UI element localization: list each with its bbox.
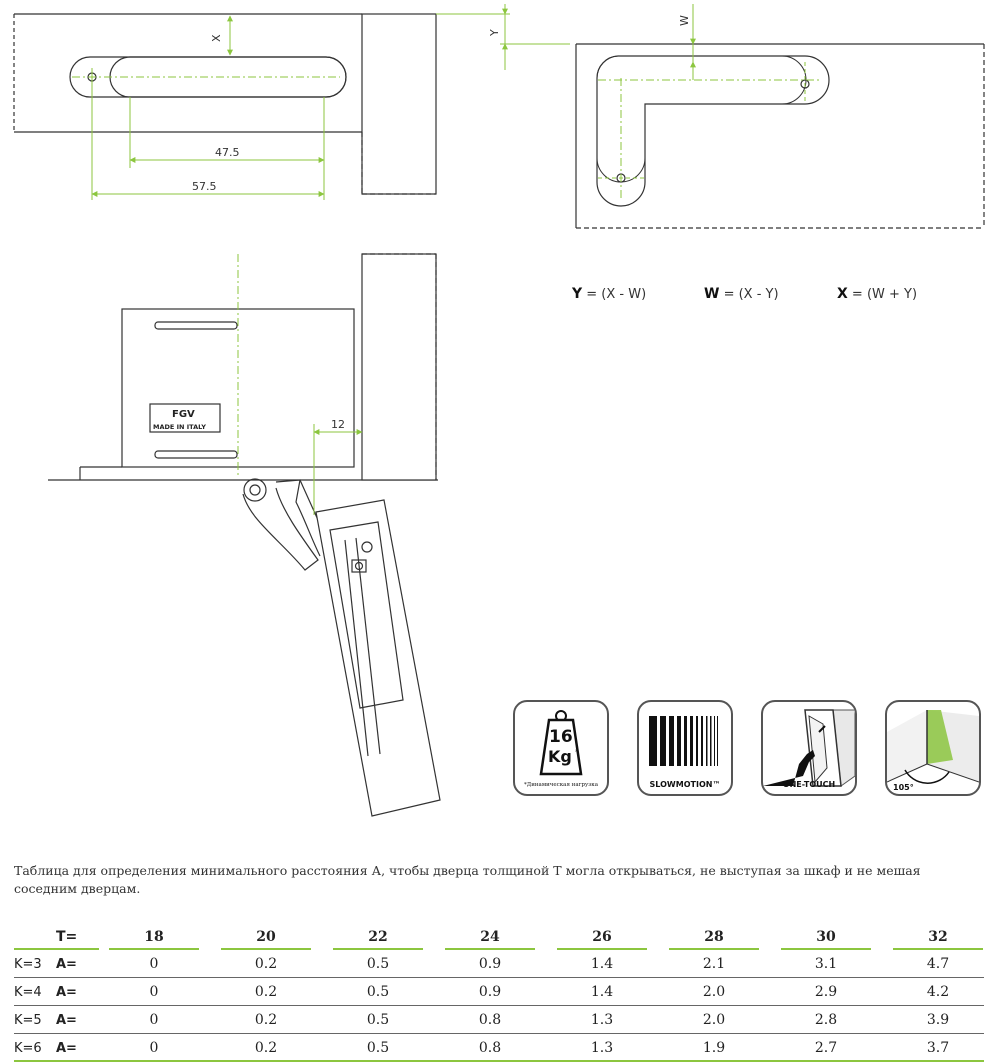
technical-drawing: 47.5 57.5 X Y W: [13, 4, 985, 817]
table-cell: 1.9: [702, 1040, 726, 1056]
table-cell: 4.2: [926, 984, 950, 1000]
table-cell: 4.7: [926, 956, 950, 972]
table-cell: 1.4: [590, 984, 614, 1000]
table-cell: 1.3: [590, 1040, 614, 1056]
table-cell: 0.2: [254, 956, 278, 972]
a-label: A=: [56, 984, 77, 1000]
table-cell: 0.8: [478, 1012, 502, 1028]
table-cell: 0.9: [478, 984, 502, 1000]
a-label: A=: [56, 1040, 77, 1056]
svg-text:105°: 105°: [893, 783, 914, 792]
feature-badges: 16 Kg * *Динамическая нагрузка SLOWMOTIO…: [513, 700, 983, 800]
column-header: 32: [928, 929, 948, 945]
column-header: 18: [144, 929, 164, 945]
column-header: 22: [368, 929, 388, 945]
column-header: 20: [256, 929, 276, 945]
k-value: K=5: [14, 1012, 42, 1028]
y-label: Y: [488, 29, 501, 37]
onetouch-badge: ONE-TOUCH: [761, 700, 857, 796]
angle-icon: 105°: [887, 710, 979, 792]
x-label: X: [210, 34, 223, 42]
table-cell: 0.2: [254, 984, 278, 1000]
slowmotion-badge: SLOWMOTION™: [637, 700, 733, 796]
plate-top-view: [13, 13, 437, 195]
table-cell: 2.1: [702, 956, 726, 972]
column-header: 24: [480, 929, 500, 945]
weight-badge: 16 Kg * *Динамическая нагрузка: [513, 700, 609, 796]
k-value: K=6: [14, 1040, 42, 1056]
table-cell: 0.2: [254, 1012, 278, 1028]
column-header: 26: [592, 929, 612, 945]
table-cell: 2.9: [814, 984, 838, 1000]
formula-y: Y = (X - W): [572, 286, 647, 302]
table-cell: 0: [149, 1040, 159, 1056]
table-caption: Таблица для определения минимального рас…: [14, 863, 921, 896]
table-cell: 3.1: [814, 956, 838, 972]
table-cell: 2.8: [814, 1012, 838, 1028]
table-cell: 1.4: [590, 956, 614, 972]
side-view-guides: [237, 254, 363, 515]
table-cell: 2.0: [702, 1012, 726, 1028]
table-cell: 0.5: [366, 984, 390, 1000]
weight-icon: 16 Kg *: [539, 710, 583, 776]
table-cell: 0: [149, 984, 159, 1000]
formula-w: W = (X - Y): [704, 286, 779, 302]
side-view: [48, 253, 441, 817]
svg-text:16: 16: [549, 727, 573, 747]
column-header: 28: [704, 929, 724, 945]
k-value: K=3: [14, 956, 42, 972]
table-cell: 2.0: [702, 984, 726, 1000]
onetouch-label: ONE-TOUCH: [782, 780, 836, 789]
table-row: K=5 A= 0 0.2 0.5 0.8 1.3 2.0 2.8 3.9: [14, 1006, 984, 1034]
l-plate-guides: [598, 4, 820, 198]
weight-note: *Динамическая нагрузка: [524, 782, 598, 788]
plate-dimensions: [72, 4, 570, 200]
barcode-icon: [649, 716, 718, 766]
brand-logo: FGV: [172, 409, 195, 420]
push-door-icon: [763, 709, 855, 787]
formula-x: X = (W + Y): [837, 286, 918, 302]
column-header: 30: [816, 929, 836, 945]
table-row: K=3 A= 0 0.2 0.5 0.9 1.4 2.1 3.1 4.7: [14, 950, 984, 978]
dim-inner-label: 47.5: [215, 146, 240, 159]
a-label: A=: [56, 1012, 77, 1028]
a-label: A=: [56, 956, 77, 972]
formulas: Y = (X - W) W = (X - Y) X = (W + Y): [572, 286, 952, 310]
table-cell: 0.5: [366, 956, 390, 972]
dim-gap-label: 12: [331, 418, 345, 431]
dim-outer-label: 57.5: [192, 180, 217, 193]
table-cell: 0: [149, 956, 159, 972]
distance-table: T= 18 20 22 24 26 28 30 32 K=3 A= 0 0.2 …: [14, 924, 984, 1062]
table-cell: 2.7: [814, 1040, 838, 1056]
table-row: K=6 A= 0 0.2 0.5 0.8 1.3 1.9 2.7 3.7: [14, 1034, 984, 1062]
table-row: K=4 A= 0 0.2 0.5 0.9 1.4 2.0 2.9 4.2: [14, 978, 984, 1006]
table-header-row: T= 18 20 22 24 26 28 30 32: [14, 924, 984, 950]
table-cell: 0.8: [478, 1040, 502, 1056]
w-label: W: [678, 15, 691, 26]
k-value: K=4: [14, 984, 42, 1000]
table-cell: 3.7: [926, 1040, 950, 1056]
t-label: T=: [56, 929, 78, 945]
table-cell: 0.5: [366, 1012, 390, 1028]
made-in-label: MADE IN ITALY: [153, 423, 206, 431]
table-cell: 0: [149, 1012, 159, 1028]
table-cell: 0.5: [366, 1040, 390, 1056]
angle-badge: 105°: [885, 700, 981, 796]
svg-text:Kg: Kg: [548, 747, 572, 766]
table-cell: 0.2: [254, 1040, 278, 1056]
l-plate-view: [575, 43, 985, 229]
table-cell: 3.9: [926, 1012, 950, 1028]
table-cell: 1.3: [590, 1012, 614, 1028]
svg-text:*: *: [575, 748, 579, 756]
slowmotion-label: SLOWMOTION™: [649, 780, 721, 789]
table-cell: 0.9: [478, 956, 502, 972]
